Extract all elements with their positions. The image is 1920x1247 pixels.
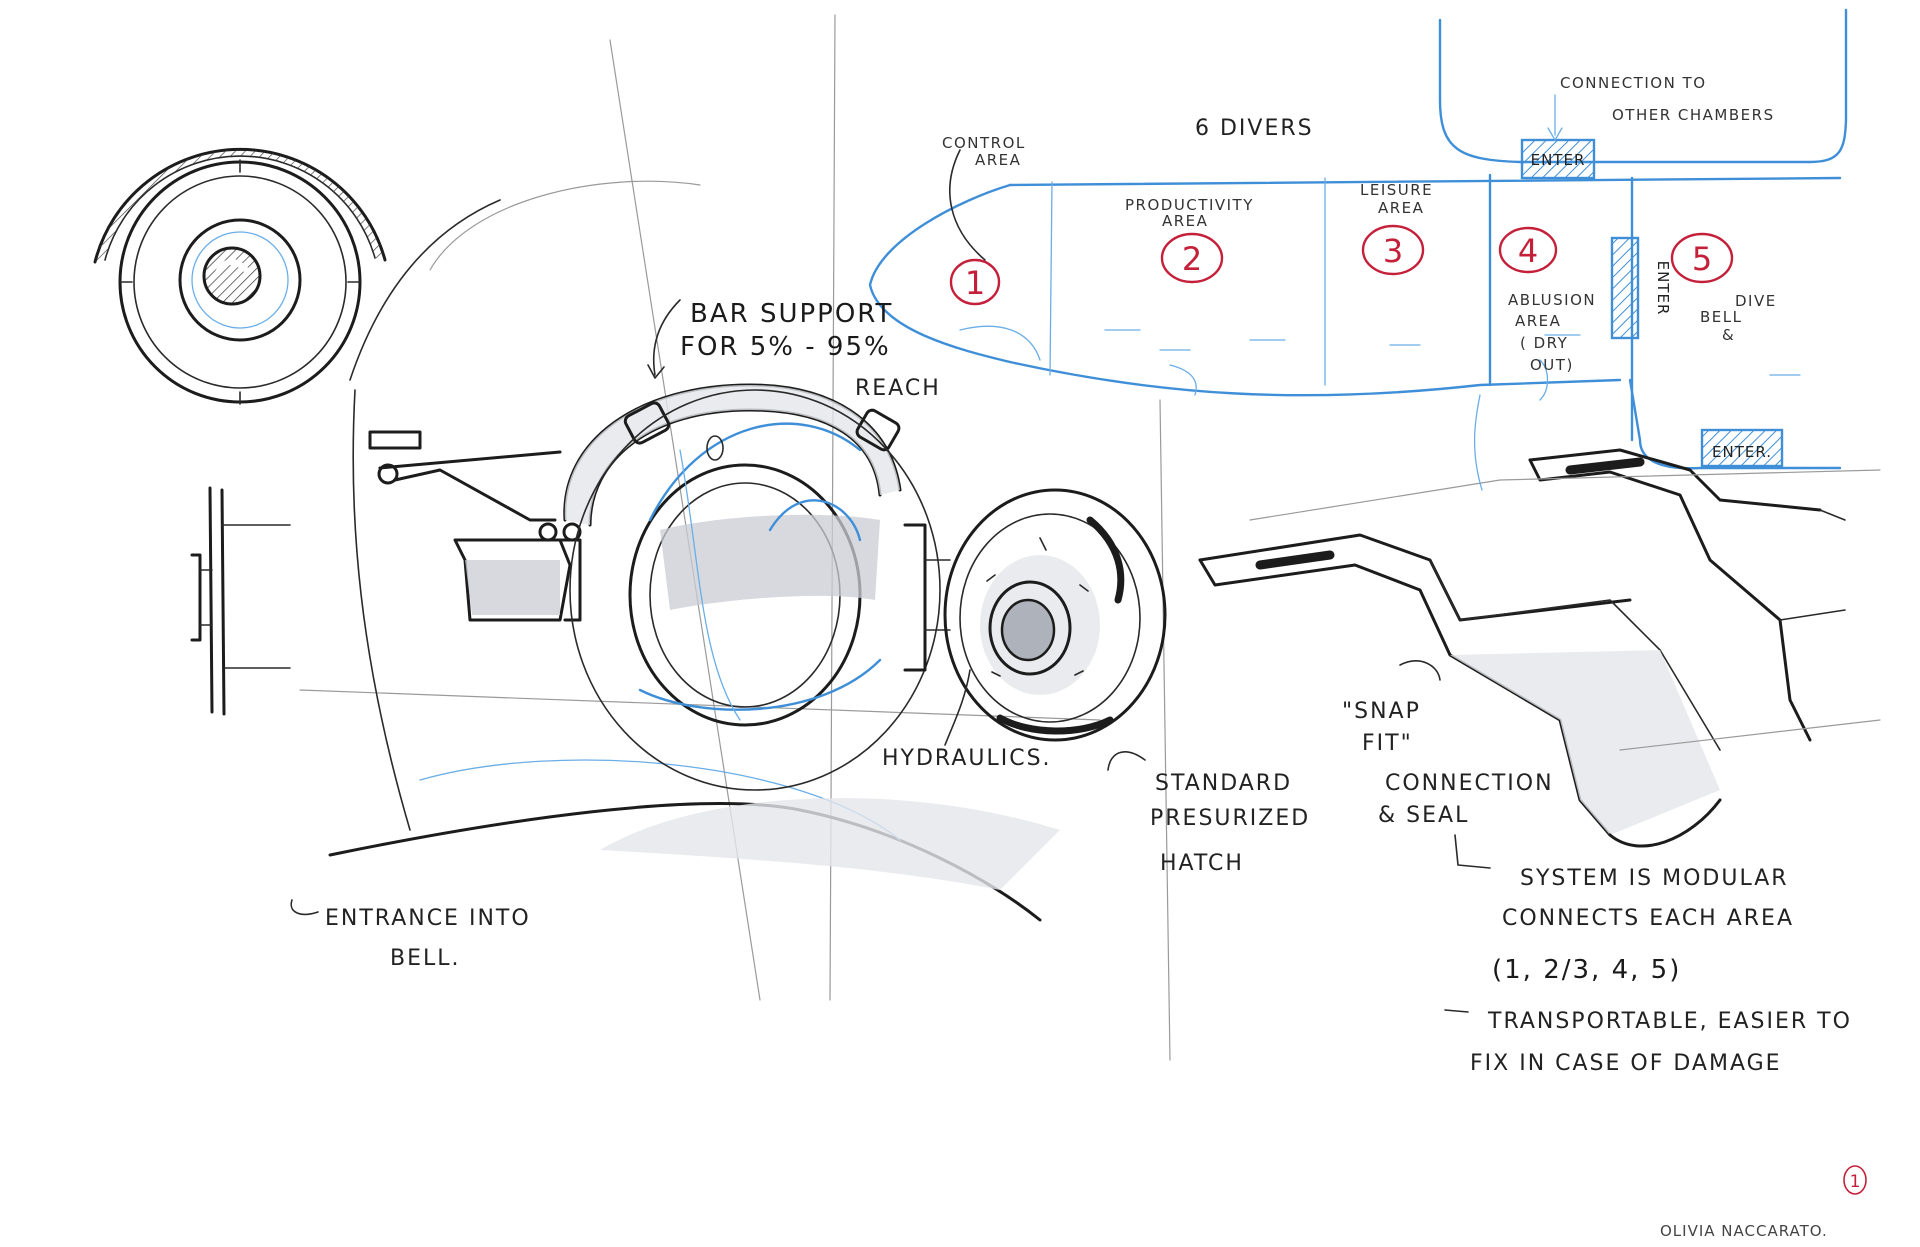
area-number-1: 1: [965, 264, 985, 302]
control-area-label-line2: AREA: [975, 151, 1021, 169]
snap-fit-connectors: [1198, 448, 1881, 848]
bar-support-label-line2: FOR 5% - 95%: [680, 332, 891, 362]
enter-label-top: ENTER: [1531, 151, 1586, 169]
bell-doorway: [569, 389, 951, 791]
callout-labels: BAR SUPPORT FOR 5% - 95% REACH HYDRAULIC…: [325, 299, 1852, 1076]
ablusion-area-label-line3: ( DRY: [1520, 334, 1568, 352]
bar-support-label-line3: REACH: [855, 376, 941, 401]
dive-bell-label-line1: DIVE: [1735, 292, 1777, 310]
area-number-markers: 1 2 3 4 5: [949, 224, 1734, 306]
ablusion-area-label-line4: OUT): [1530, 356, 1574, 374]
curved-grab-bar: [563, 383, 902, 527]
enter-label-bottom: ENTER.: [1712, 443, 1772, 461]
bar-support-arm: [368, 430, 582, 622]
area-number-3: 3: [1383, 232, 1403, 270]
bell-shell: [328, 180, 1060, 922]
modular-system-label-line3: (1, 2/3, 4, 5): [1492, 955, 1681, 985]
leisure-area-label-line1: LEISURE: [1360, 181, 1433, 199]
hatch-label-line3: HATCH: [1160, 851, 1244, 876]
page-footer: 1 OLIVIA NACCARATO.: [1660, 1165, 1867, 1240]
annotation-arrows: [290, 149, 1491, 1013]
area-number-4: 4: [1518, 232, 1538, 270]
hatch-label-line2: PRESURIZED: [1150, 806, 1310, 831]
transportable-label-line2: FIX IN CASE OF DAMAGE: [1470, 1051, 1782, 1076]
connection-label-line2: OTHER CHAMBERS: [1612, 106, 1775, 124]
leisure-area-label-line2: AREA: [1378, 199, 1424, 217]
dive-bell-label-line3: &: [1722, 326, 1735, 344]
snap-fit-label-line4: & SEAL: [1378, 803, 1469, 828]
enter-label-vertical: ENTER: [1654, 261, 1672, 316]
snap-fit-label-line3: CONNECTION: [1385, 771, 1554, 796]
plan-labels: 6 DIVERS CONNECTION TO OTHER CHAMBERS CO…: [942, 74, 1777, 461]
transportable-label-line1: TRANSPORTABLE, EASIER TO: [1487, 1009, 1852, 1034]
divers-label: 6 DIVERS: [1195, 116, 1314, 141]
hatch-label-line1: STANDARD: [1155, 771, 1292, 796]
hatch-front-view: [93, 147, 387, 405]
ablusion-area-label-line1: ABLUSION: [1508, 291, 1596, 309]
control-area-label-line1: CONTROL: [942, 134, 1026, 152]
entrance-label-line1: ENTRANCE INTO: [325, 906, 531, 931]
snap-fit-label-line1: "SNAP: [1342, 699, 1421, 724]
page-number: 1: [1850, 1172, 1861, 1192]
hatch-side-view: [190, 486, 291, 716]
connection-label-line1: CONNECTION TO: [1560, 74, 1707, 92]
ablusion-area-label-line2: AREA: [1515, 312, 1561, 330]
area-number-5: 5: [1692, 240, 1712, 278]
entrance-label-line2: BELL.: [390, 946, 461, 971]
pressurized-hatch: [943, 488, 1167, 742]
dive-bell-label-line2: BELL: [1700, 308, 1742, 326]
modular-system-label-line1: SYSTEM IS MODULAR: [1520, 866, 1789, 891]
snap-fit-label-line2: FIT": [1362, 731, 1413, 756]
chamber-plan: [868, 8, 1848, 470]
bar-support-label-line1: BAR SUPPORT: [690, 299, 893, 329]
author-signature: OLIVIA NACCARATO.: [1660, 1222, 1828, 1240]
modular-system-label-line2: CONNECTS EACH AREA: [1502, 906, 1794, 931]
hydraulics-label: HYDRAULICS.: [882, 746, 1052, 771]
productivity-area-label-line2: AREA: [1162, 212, 1208, 230]
area-number-2: 2: [1182, 240, 1202, 278]
productivity-area-label-line1: PRODUCTIVITY: [1125, 196, 1254, 214]
